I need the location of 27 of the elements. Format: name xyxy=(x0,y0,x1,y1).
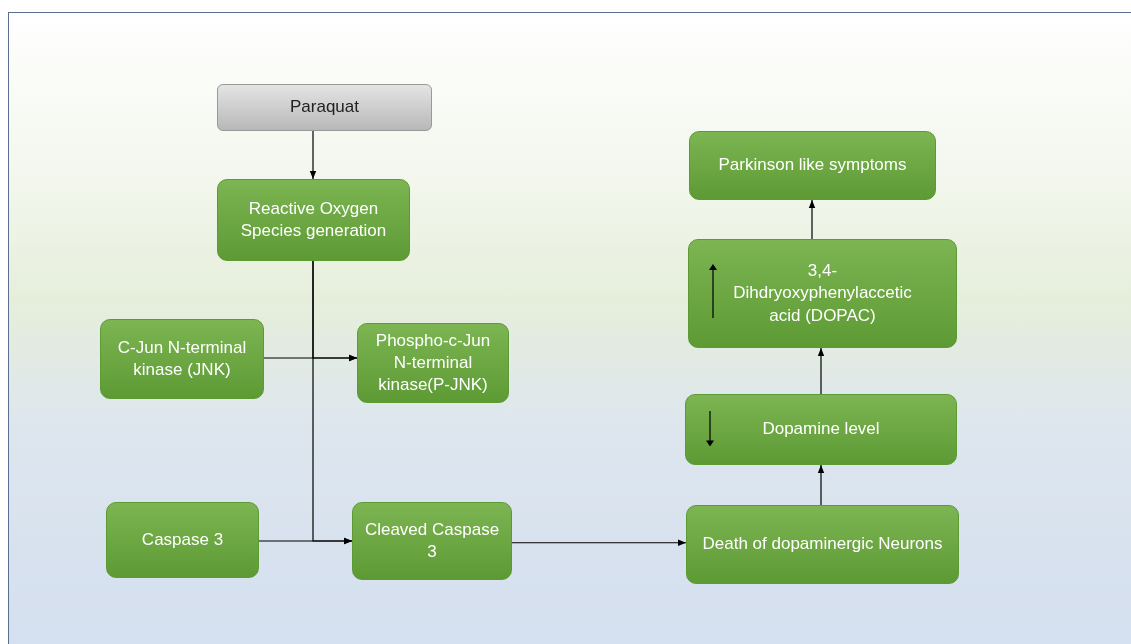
arrow xyxy=(817,464,825,506)
process-box xyxy=(357,323,509,403)
arrow xyxy=(309,130,317,180)
source-box xyxy=(217,84,432,131)
arrow xyxy=(511,539,687,547)
node-label: Phospho-c-Jun N-terminal kinase(P-JNK) xyxy=(374,329,492,397)
node-label: Reactive Oxygen Species generation xyxy=(239,197,388,242)
process-box xyxy=(106,502,259,578)
process-box xyxy=(685,394,957,465)
process-box xyxy=(688,239,957,348)
node-label: Caspase 3 xyxy=(141,528,224,551)
node-label: Paraquat xyxy=(290,96,359,119)
process-box xyxy=(100,319,264,399)
arrow xyxy=(258,537,353,545)
node-label: C-Jun N-terminal kinase (JNK) xyxy=(116,336,248,381)
node-label: Parkinson like symptoms xyxy=(718,154,907,177)
arrow xyxy=(263,354,358,362)
process-box xyxy=(217,179,410,261)
arrow xyxy=(817,347,825,395)
node-label: 3,4-Dihdryoxyphenylaccetic acid (DOPAC) xyxy=(732,260,913,327)
arrow xyxy=(808,199,816,240)
node-label: Cleaved Caspase 3 xyxy=(363,518,501,563)
process-box xyxy=(686,505,959,584)
node-label: Death of dopaminergic Neurons xyxy=(702,533,943,556)
process-box xyxy=(352,502,512,580)
node-label: Dopamine level xyxy=(762,418,880,441)
process-box xyxy=(689,131,936,200)
